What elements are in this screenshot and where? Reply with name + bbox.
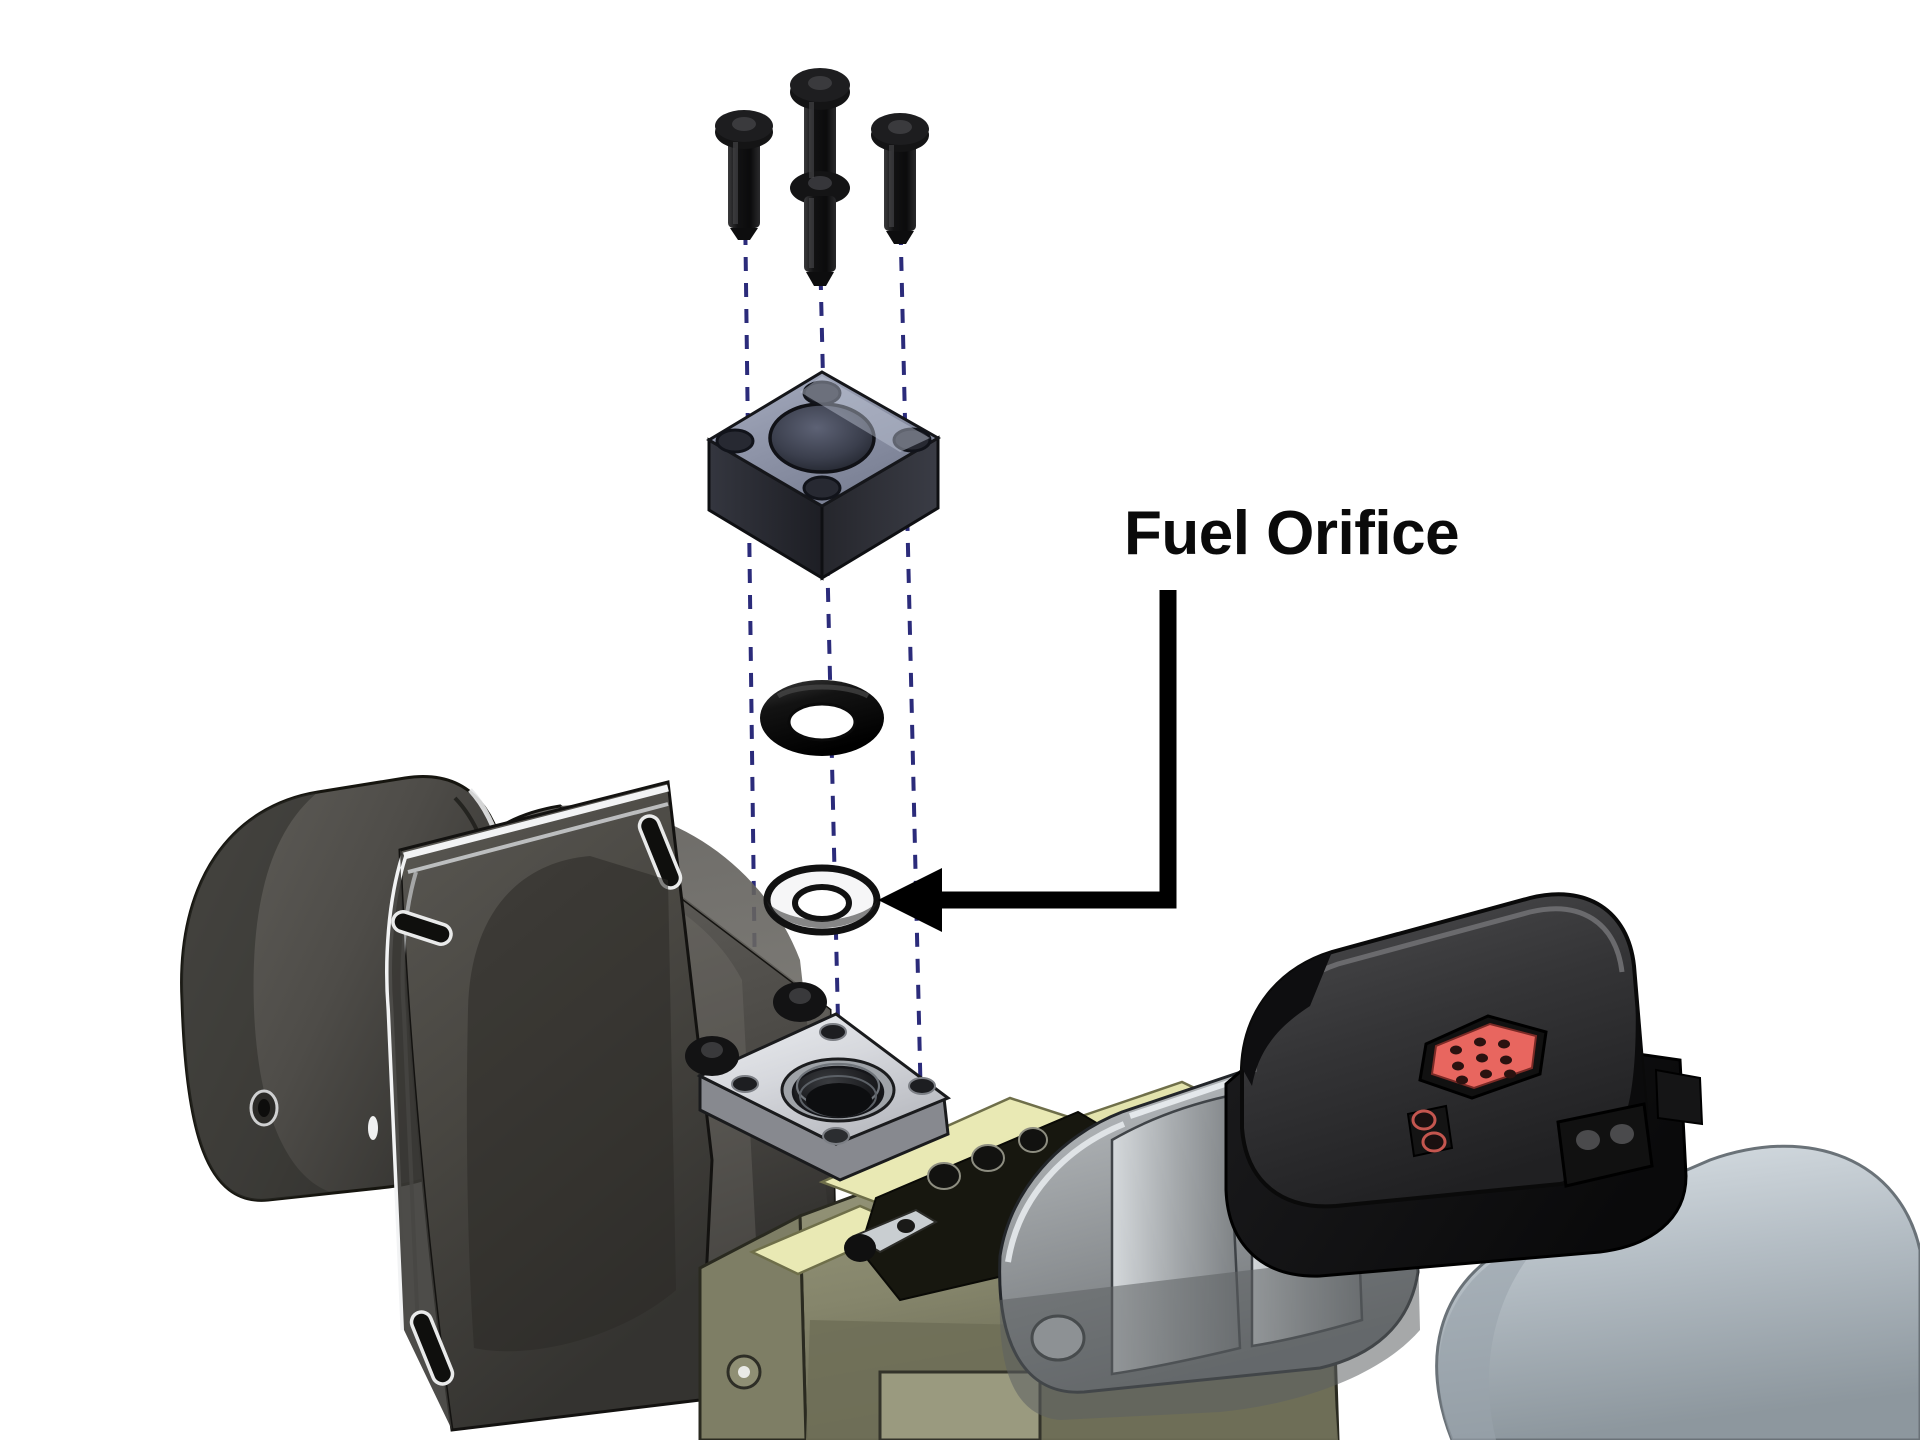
flange-pin-hole-inner (258, 1099, 270, 1117)
fuel-orifice-inner-hole (792, 884, 852, 922)
mounting-plate-hole-top (819, 1023, 847, 1041)
callout-label-fuel-orifice: Fuel Orifice (1124, 499, 1460, 568)
screw-center-highlight2 (809, 198, 814, 268)
flange-edge-highlight-top (403, 784, 669, 860)
flange-edge-highlight-top2 (407, 802, 669, 874)
connector-red (1418, 1014, 1548, 1100)
pump-body-left-face (698, 1213, 808, 1440)
burner-tube-assembly (180, 775, 840, 1432)
screw-right-socket (888, 120, 912, 134)
flange-slot-top-right (637, 814, 683, 890)
flange-block-hole-top (802, 380, 842, 406)
manifold-bolt-a (927, 1162, 961, 1190)
indicator-port-1 (1411, 1109, 1437, 1131)
indicator-ports (1406, 1104, 1454, 1158)
manifold-bolt-c (1018, 1127, 1048, 1153)
terminal-screw-2 (1610, 1124, 1634, 1144)
screw-left-socket (732, 117, 756, 131)
screw-center-mid-socket (808, 176, 832, 190)
screw-center-socket (808, 76, 832, 90)
installed-screw-head-left-socket (701, 1042, 723, 1058)
manifold-bolt-b (971, 1144, 1005, 1172)
flange-block-top-sheen (800, 376, 930, 452)
callout-leader-line (912, 590, 1177, 909)
control-module-tab (1654, 1068, 1704, 1126)
fuel-orifice-thickness (767, 900, 877, 928)
valve-cover-skirt (999, 1250, 1420, 1420)
flange-block-hole-bottom (802, 475, 842, 501)
screw-left-shank (728, 140, 760, 228)
installed-screw-head-top-socket (789, 988, 811, 1004)
o-ring-highlight (776, 684, 870, 699)
screw-center-highlight (809, 102, 814, 178)
control-module-bevel-left (1242, 952, 1332, 1086)
pump-body-screw-inner (738, 1366, 750, 1378)
mounting-plate-assembly (685, 982, 952, 1182)
terminal-block-body (1556, 1102, 1654, 1188)
mounting-plate-hole-right (908, 1077, 936, 1095)
screw-center-tip (806, 272, 834, 286)
connector-pin-holes (1450, 1037, 1516, 1085)
callout-arrowhead (878, 868, 942, 932)
mounting-plate-hole-left (731, 1075, 759, 1093)
flange-block-hole-left (715, 428, 755, 454)
terminal-block (1556, 1102, 1654, 1188)
burner-rear-cap-ellipse (181, 792, 330, 1201)
valve-cover-edge-highlight (1005, 1121, 1126, 1263)
control-module-assembly (1224, 892, 1704, 1278)
motor-housing (1435, 1144, 1920, 1440)
manifold-clip-nut (844, 1234, 876, 1262)
screw-center-shank-lower (804, 196, 836, 272)
screw-center (790, 68, 850, 286)
screw-left-tip (730, 228, 758, 240)
callout-leader-arrow (878, 590, 1177, 932)
screw-left-highlight (733, 142, 738, 224)
motor-housing-shade (1438, 1236, 1546, 1440)
flange-outer-left-band (388, 850, 452, 1430)
indicator-port-2 (1421, 1131, 1447, 1153)
mounting-plate-bore-inner (806, 1083, 872, 1117)
centerline-right (898, 204, 924, 1151)
screw-right (871, 113, 929, 244)
flange-block-hole-right (892, 427, 932, 453)
o-ring-seal (760, 680, 884, 756)
screw-center-shank-upper (804, 100, 836, 180)
screw-right-highlight (889, 145, 894, 227)
screw-right-shank (884, 143, 916, 231)
o-ring-hole-shade (787, 702, 857, 742)
mounting-plate-hole-bottom (822, 1127, 850, 1145)
flange-slot-holes (249, 814, 683, 1386)
flange-slot-bottom-left (409, 1310, 455, 1386)
screw-right-tip (886, 231, 914, 244)
burner-tube-barrel2 (560, 804, 836, 1280)
flange-bore-shadow (466, 856, 676, 1352)
terminal-screw-1 (1576, 1130, 1600, 1150)
manifold-clip-hole (897, 1219, 915, 1233)
flange-small-hole (368, 1116, 378, 1140)
motor-housing-assembly (1435, 1144, 1920, 1440)
screw-left (715, 110, 773, 240)
o-ring-hole (789, 704, 855, 740)
flange-slot-left (391, 910, 453, 946)
flange-block (706, 370, 941, 581)
fuel-orifice-washer (763, 864, 881, 936)
